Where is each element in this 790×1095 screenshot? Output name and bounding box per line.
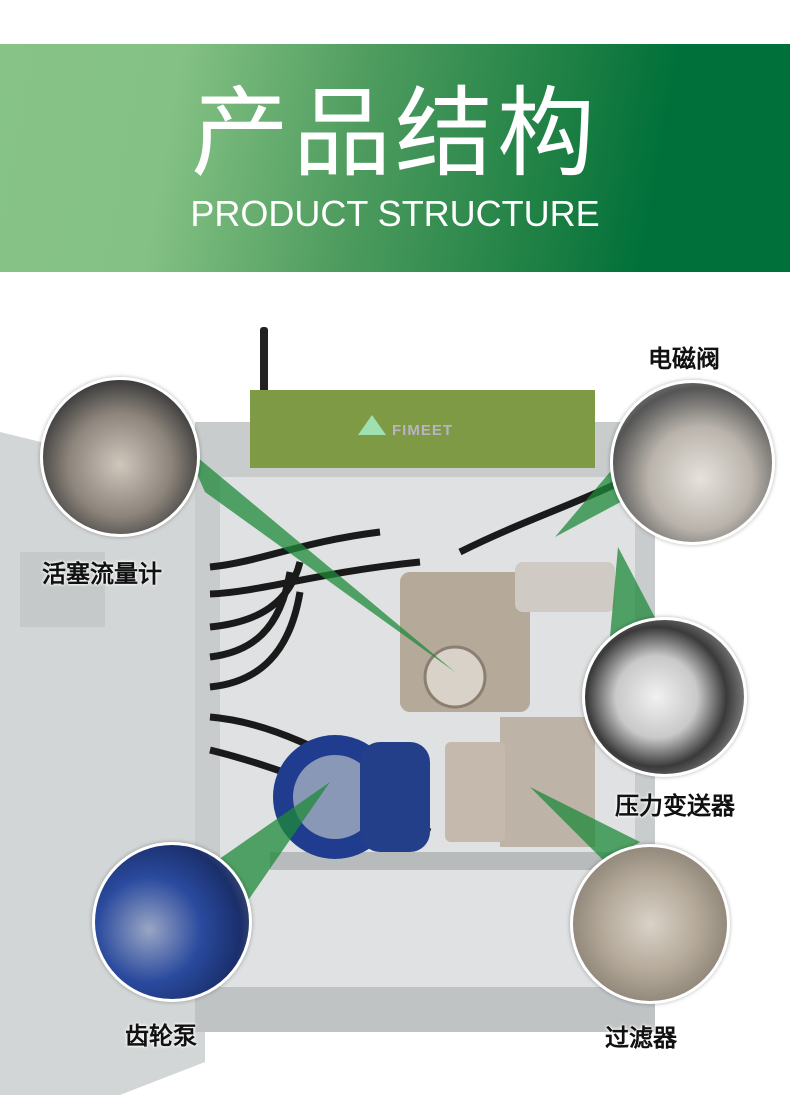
- control-box: [250, 390, 595, 468]
- callout-beam-pump: [215, 782, 330, 912]
- zoom-circle-filter: [570, 844, 730, 1004]
- label-filter: 过滤器: [605, 1023, 677, 1052]
- logo-icon: [358, 415, 386, 435]
- callout-beam-filter: [530, 787, 640, 862]
- antenna: [260, 327, 268, 397]
- label-solenoid-valve: 电磁阀: [648, 344, 720, 373]
- header-banner: 产品结构 PRODUCT STRUCTURE: [0, 44, 790, 272]
- label-gear-pump: 齿轮泵: [125, 1021, 197, 1050]
- cabinet-drawing: [0, 327, 660, 1095]
- zoom-circle-pump: [92, 842, 252, 1002]
- page-subtitle: PRODUCT STRUCTURE: [190, 193, 600, 234]
- page-title: 产品结构: [190, 77, 599, 191]
- door-box: [20, 552, 105, 627]
- zoom-circle-valve: [610, 380, 775, 545]
- label-pressure-transmitter: 压力变送器: [615, 791, 735, 820]
- callout-beam-flowmeter: [185, 447, 455, 672]
- device-logo-text: FIMEET: [392, 422, 453, 439]
- zoom-circle-transmitter: [582, 617, 747, 777]
- label-piston-flowmeter: 活塞流量计: [42, 559, 162, 588]
- product-illustration: FIMEET 电磁阀 活塞流量计 压力变送器 齿轮泵 过滤器: [0, 272, 790, 1095]
- solenoid-valve: [515, 562, 615, 612]
- callout-beam-valve: [555, 472, 630, 537]
- callout-beam-transmitter: [610, 547, 660, 637]
- zoom-circle-flowmeter: [40, 377, 200, 537]
